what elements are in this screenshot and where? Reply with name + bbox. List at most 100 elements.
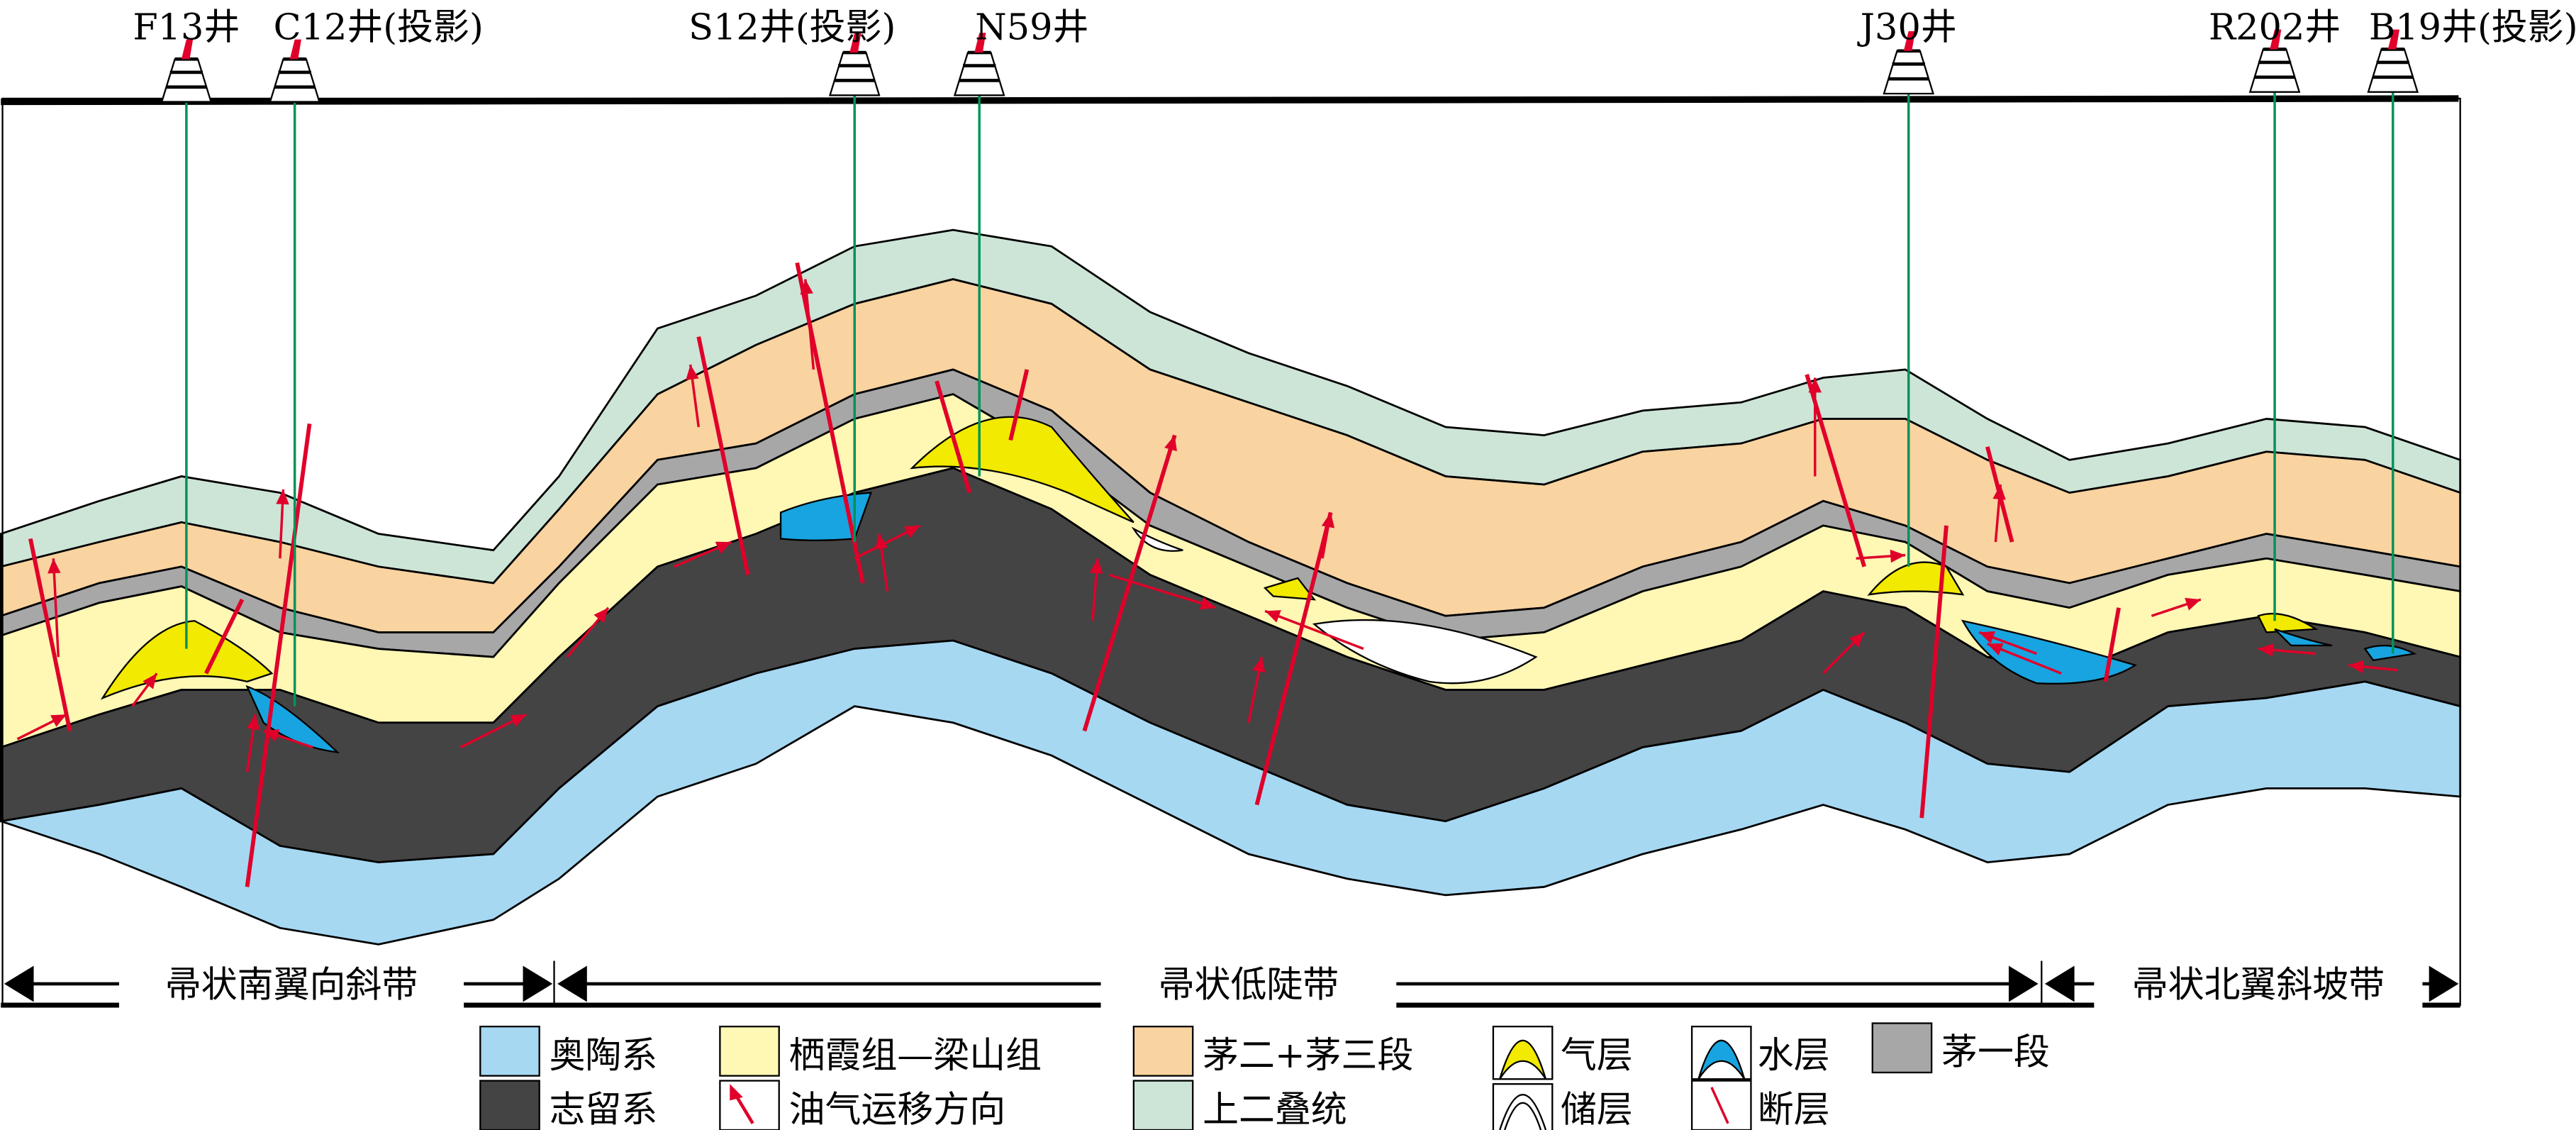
well-flag-icon (2387, 29, 2400, 50)
arrow-head-icon (2258, 643, 2274, 657)
arrow-head-icon (1992, 484, 2006, 500)
derrick-icon (160, 58, 213, 103)
legend-item-gas-layer: 气层 (1492, 1025, 1633, 1080)
svg-text:茅二+茅三段: 茅二+茅三段 (1203, 1035, 1413, 1077)
well-label: B19井(投影) (2369, 7, 2576, 49)
well-flag-icon (289, 39, 301, 60)
legend-item-qixia-liangshan: 栖霞组—梁山组 (719, 1025, 1042, 1077)
arrow-head-icon (1808, 377, 1822, 393)
derrick-icon (2248, 48, 2301, 93)
arrow-head-icon (50, 714, 67, 727)
arrow-head-icon (1199, 597, 1216, 610)
fault-line (2103, 607, 2121, 682)
legend-item-upper-permian: 上二叠统 (1132, 1080, 1347, 1130)
legend-item-ordovician: 奥陶系 (479, 1025, 658, 1077)
fault-line (935, 380, 972, 494)
arrow-head-icon (2185, 597, 2201, 611)
fault-line (204, 598, 245, 675)
derrick-icon (828, 51, 881, 96)
svg-text:储层: 储层 (1561, 1089, 1633, 1130)
well-flag-icon (181, 39, 194, 60)
faults (28, 262, 2121, 887)
water-body (2363, 645, 2417, 662)
svg-text:气层: 气层 (1561, 1035, 1633, 1077)
well-flag-icon (849, 33, 862, 53)
svg-text:茅一段: 茅一段 (1941, 1031, 2050, 1073)
derrick-icon (1883, 50, 1935, 95)
arrow-head-icon (715, 541, 732, 554)
arrow-head-icon (800, 279, 813, 295)
well-2: S12井(投影) (688, 7, 896, 543)
well-1: C12井(投影) (269, 7, 484, 707)
well-0: F13井 (133, 7, 240, 649)
well-label: J30井 (1857, 7, 1957, 49)
wells: F13井 C12井(投影) S12井(投影) N59井 J30井 R202井 B19井(投影… (133, 7, 2576, 707)
well-5: R202井 (2209, 7, 2341, 621)
water-body (245, 685, 340, 754)
svg-text:上二叠统: 上二叠统 (1203, 1089, 1347, 1130)
arrow-head-icon (143, 673, 157, 689)
migration-arrows (16, 279, 2398, 772)
well-label: F13井 (133, 7, 240, 49)
arrow-head-icon (593, 607, 608, 624)
legend-item-silurian: 志留系 (479, 1080, 658, 1130)
arrow-head-icon (48, 558, 61, 574)
svg-text:志留系: 志留系 (550, 1089, 658, 1130)
svg-text:奥陶系: 奥陶系 (550, 1035, 658, 1077)
arrow-head-icon (1090, 558, 1103, 574)
strata-layers (0, 228, 2462, 946)
arrow-head-icon (1987, 643, 2004, 655)
arrow-head-icon (2348, 660, 2364, 674)
fault-line (696, 336, 750, 575)
legend-item-reservoir: 储层 (1492, 1083, 1633, 1130)
svg-text:栖霞组—梁山组: 栖霞组—梁山组 (789, 1035, 1042, 1077)
reservoir-body (1312, 619, 1538, 685)
arrow-head-icon (276, 489, 289, 505)
well-flag-icon (2270, 29, 2282, 50)
migration-arrow (1108, 573, 1217, 609)
migration-arrow (52, 558, 60, 658)
arrow-head-icon (510, 714, 527, 727)
arrow-head-icon (1979, 631, 1996, 644)
fault-line (1919, 525, 1948, 819)
well-label: C12井(投影) (274, 7, 484, 49)
gas-body (910, 416, 1134, 524)
legend-item-water-layer: 水层 (1690, 1025, 1830, 1080)
well-flag-icon (1903, 31, 1915, 51)
arrow-head-icon (1164, 435, 1177, 452)
legend-item-mao1: 茅一段 (1871, 1022, 2050, 1073)
derrick-icon (953, 51, 1005, 96)
arrow-head-icon (904, 525, 920, 538)
arrow-head-icon (1321, 512, 1335, 528)
legend-item-fault: 断层 (1690, 1080, 1830, 1130)
well-label: N59井 (975, 7, 1088, 49)
well-6: B19井(投影) (2367, 7, 2576, 654)
well-label: R202井 (2209, 7, 2341, 49)
arrow-head-icon (1265, 610, 1281, 623)
well-label: S12井(投影) (688, 7, 896, 49)
arrow-head-icon (1849, 632, 1865, 648)
arrow-head-icon (1890, 549, 1906, 563)
fault-line (28, 538, 72, 731)
derrick-icon (2367, 48, 2419, 93)
gas-body (100, 620, 274, 700)
fault-line (1805, 374, 1866, 567)
fault-line (1008, 369, 1030, 441)
fault-line (245, 423, 312, 887)
zone-label-south-syncline: 帚状南翼向斜带 (165, 964, 418, 1006)
fault-line (1254, 511, 1333, 806)
surface-line (1, 95, 2459, 106)
zone-label-north-slope: 帚状北翼斜坡带 (2132, 964, 2385, 1006)
migration-arrow (804, 279, 815, 370)
svg-text:水层: 水层 (1758, 1035, 1830, 1077)
reservoir-bodies (100, 416, 2417, 754)
derrick-icon (269, 58, 320, 103)
zone-label-low-steep: 帚状低陡带 (1159, 964, 1339, 1006)
legend-item-migration-arrow: 油气运移方向 (719, 1080, 1006, 1130)
legend-item-mao2-mao3: 茅二+茅三段 (1132, 1025, 1413, 1077)
well-4: J30井 (1857, 7, 1957, 567)
arrow-head-icon (686, 365, 699, 380)
legend: 奥陶系 栖霞组—梁山组 茅二+茅三段 气层 水层 茅一段 志留系 油气运移方向 … (479, 1022, 2050, 1130)
svg-text:油气运移方向: 油气运移方向 (789, 1089, 1006, 1130)
arrow-head-icon (1252, 657, 1266, 673)
